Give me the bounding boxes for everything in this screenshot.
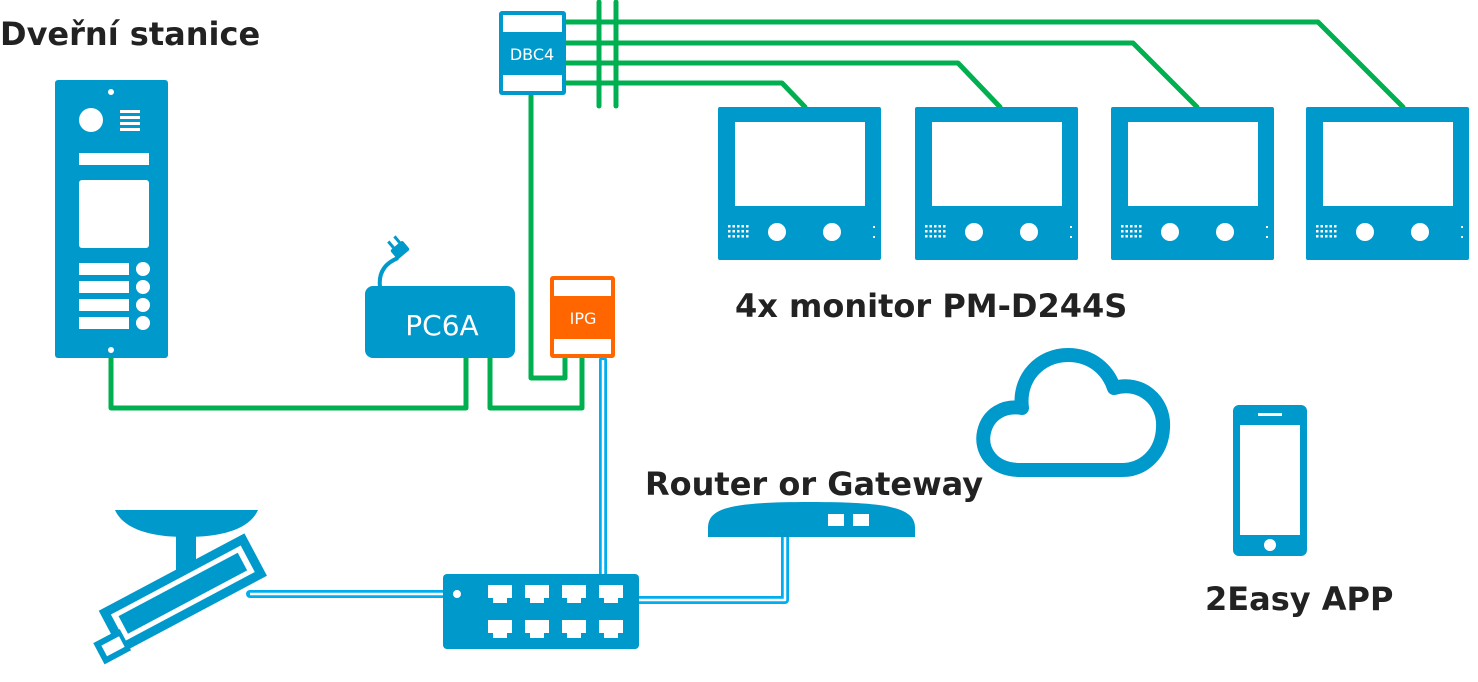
monitors: [718, 107, 1469, 260]
monitor-4: [1306, 107, 1469, 260]
monitor-2: [915, 107, 1078, 260]
monitor-1: [718, 107, 881, 260]
power-plug-icon: [387, 235, 410, 259]
ethernet-port-icon: [599, 585, 623, 603]
dbc4-label: DBC4: [510, 45, 554, 64]
ethernet-port-icon: [525, 585, 549, 603]
door-station: [55, 80, 168, 358]
monitor-3: [1111, 107, 1274, 260]
dbc4-distributor: DBC4: [499, 11, 566, 95]
network-switch: [443, 574, 639, 649]
pc6a-label: PC6A: [405, 309, 478, 342]
pc6a-power-supply: PC6A: [365, 235, 515, 358]
ethernet-port-icon: [562, 585, 586, 603]
bus-wiring: [108, 0, 1406, 411]
router-label: Router or Gateway: [645, 465, 983, 503]
ethernet-cables: [246, 356, 789, 604]
ip-camera-icon: [93, 510, 267, 665]
ipg-label: IPG: [570, 309, 597, 328]
router-icon: [708, 502, 915, 537]
camera-lens-icon: [79, 108, 103, 132]
cloud-icon: [976, 348, 1171, 477]
ethernet-port-icon: [562, 620, 586, 638]
ethernet-port-icon: [488, 585, 512, 603]
ipg-gateway: IPG: [550, 276, 615, 358]
monitors-label: 4x monitor PM-D244S: [735, 287, 1127, 325]
smartphone-icon: [1233, 405, 1307, 556]
app-label: 2Easy APP: [1205, 580, 1393, 618]
ethernet-port-icon: [488, 620, 512, 638]
door-station-label: Dveřní stanice: [0, 15, 260, 53]
ethernet-port-icon: [599, 620, 623, 638]
ethernet-port-icon: [525, 620, 549, 638]
